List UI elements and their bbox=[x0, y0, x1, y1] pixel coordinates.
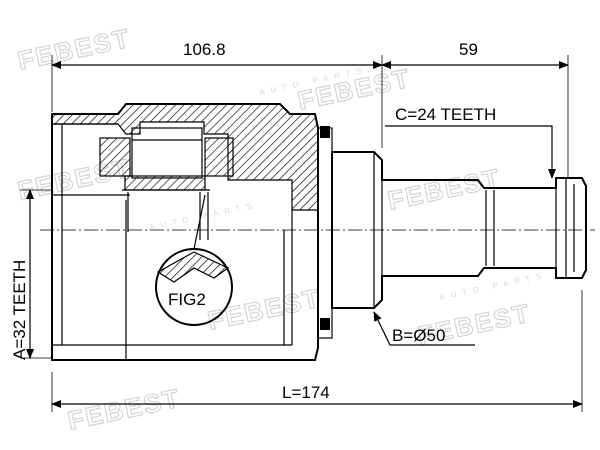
fig2-section: FIG2 bbox=[155, 194, 233, 326]
dim-diameter-b: B=Ø50 bbox=[392, 326, 445, 345]
watermark-brand-5: FEBEST bbox=[205, 283, 323, 336]
fig2-label: FIG2 bbox=[168, 290, 206, 309]
housing bbox=[51, 103, 319, 361]
watermark-sub-3: AUTO PARTS bbox=[439, 270, 549, 302]
dimension-lines bbox=[26, 61, 583, 408]
dim-total-length: L=174 bbox=[282, 383, 330, 402]
dim-shaft-length: 59 bbox=[459, 40, 478, 59]
watermark-layer: FEBEST FEBEST FEBEST FEBEST FEBEST FEBES… bbox=[14, 22, 549, 436]
inner-race bbox=[99, 127, 234, 240]
dim-housing-length: 106.8 bbox=[183, 40, 226, 59]
dim-spline-a: A=32 TEETH bbox=[10, 260, 29, 360]
dim-spline-c: C=24 TEETH bbox=[395, 105, 496, 124]
watermark-brand-7: FEBEST bbox=[65, 383, 183, 436]
leader-b bbox=[373, 311, 475, 346]
watermark-brand-1: FEBEST bbox=[15, 23, 133, 76]
leader-c bbox=[385, 125, 556, 179]
shaft bbox=[331, 151, 587, 309]
